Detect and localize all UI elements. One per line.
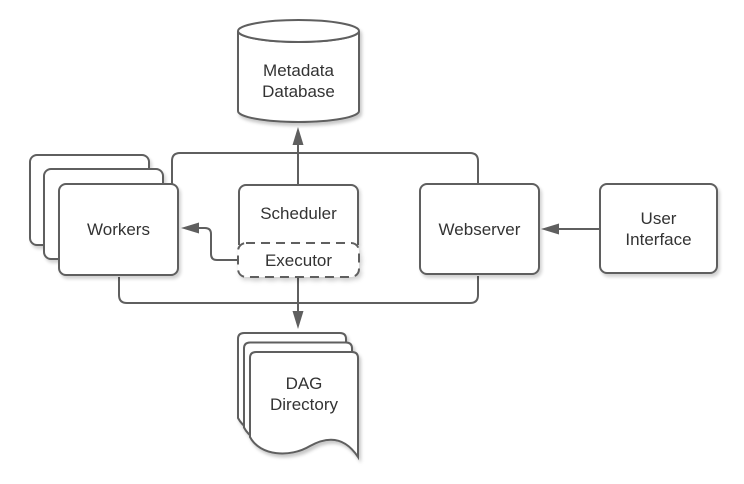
user-interface-box <box>599 183 718 274</box>
arrowhead-left-icon <box>181 222 199 234</box>
edge-executor-to-workers <box>198 227 238 261</box>
scheduler-box <box>238 184 359 245</box>
workers-box-front <box>58 183 179 276</box>
edge-top-bus <box>171 152 479 184</box>
arrowhead-up-icon <box>292 127 304 145</box>
dag-directory-shape <box>237 332 359 461</box>
webserver-box <box>419 183 540 275</box>
arrowhead-left-icon <box>541 223 559 235</box>
executor-box <box>237 242 360 278</box>
document-page-front <box>249 351 359 461</box>
metadata-database-shape <box>237 19 360 123</box>
cylinder-top-icon <box>237 19 360 43</box>
arrowhead-down-icon <box>292 311 304 329</box>
